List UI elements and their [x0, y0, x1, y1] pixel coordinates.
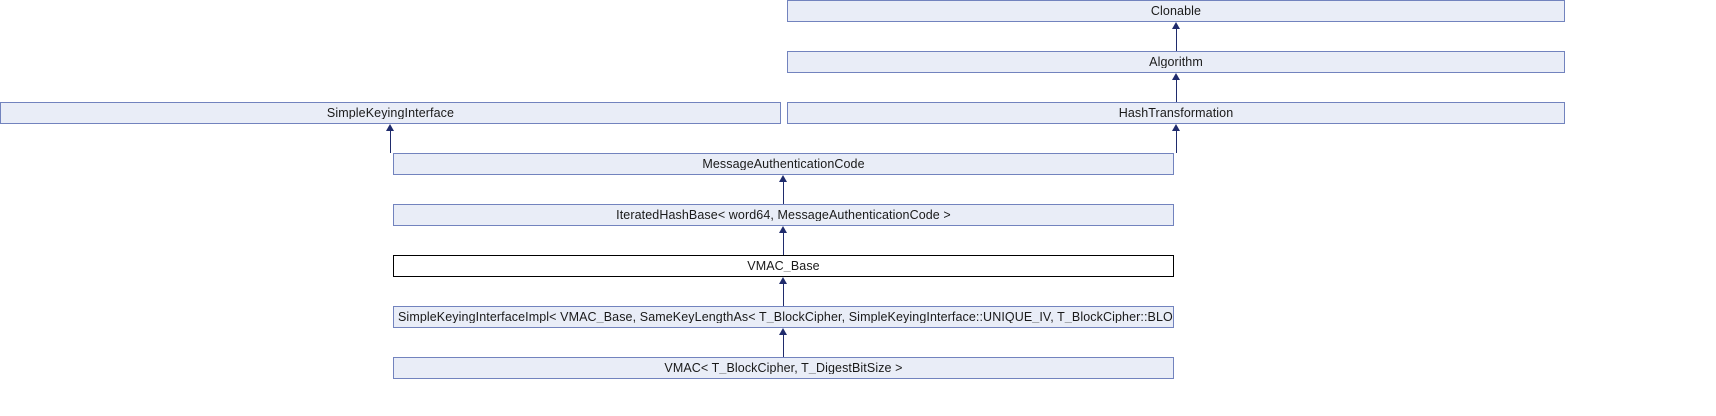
- class-node-iterated-hash-base[interactable]: IteratedHashBase< word64, MessageAuthent…: [393, 204, 1174, 226]
- arrowhead-vmac-to-skiimpl: [779, 328, 787, 335]
- class-node-simple-keying-interface-impl[interactable]: SimpleKeyingInterfaceImpl< VMAC_Base, Sa…: [393, 306, 1174, 328]
- class-node-hash-transformation[interactable]: HashTransformation: [787, 102, 1565, 124]
- class-node-label: HashTransformation: [1118, 106, 1234, 120]
- class-node-clonable[interactable]: Clonable: [787, 0, 1565, 22]
- edge-algorithm-to-clonable: [1176, 29, 1177, 51]
- edge-mac-to-hashtransformation: [1176, 131, 1177, 153]
- class-node-label: VMAC< T_BlockCipher, T_DigestBitSize >: [664, 361, 903, 375]
- arrowhead-algorithm-to-clonable: [1172, 22, 1180, 29]
- edge-vmacbase-to-iteratedhashbase: [783, 233, 784, 255]
- class-node-label: Algorithm: [1149, 55, 1203, 69]
- edge-skiimpl-to-vmacbase: [783, 284, 784, 306]
- arrowhead-mac-to-simplekeyinginterface: [386, 124, 394, 131]
- class-node-label: SimpleKeyingInterfaceImpl< VMAC_Base, Sa…: [398, 310, 1173, 324]
- class-node-algorithm[interactable]: Algorithm: [787, 51, 1565, 73]
- edge-iteratedhashbase-to-mac: [783, 182, 784, 204]
- class-node-label: Clonable: [1150, 4, 1202, 18]
- edge-vmac-to-skiimpl: [783, 335, 784, 357]
- class-node-label: IteratedHashBase< word64, MessageAuthent…: [616, 208, 951, 222]
- arrowhead-hashtransformation-to-algorithm: [1172, 73, 1180, 80]
- class-node-label: SimpleKeyingInterface: [326, 106, 455, 120]
- edge-mac-to-simplekeyinginterface: [390, 131, 391, 153]
- class-node-message-authentication-code[interactable]: MessageAuthenticationCode: [393, 153, 1174, 175]
- class-node-vmac-template[interactable]: VMAC< T_BlockCipher, T_DigestBitSize >: [393, 357, 1174, 379]
- class-node-label: VMAC_Base: [747, 259, 820, 273]
- arrowhead-mac-to-hashtransformation: [1172, 124, 1180, 131]
- arrowhead-iteratedhashbase-to-mac: [779, 175, 787, 182]
- class-node-simple-keying-interface[interactable]: SimpleKeyingInterface: [0, 102, 781, 124]
- arrowhead-skiimpl-to-vmacbase: [779, 277, 787, 284]
- arrowhead-vmacbase-to-iteratedhashbase: [779, 226, 787, 233]
- edge-hashtransformation-to-algorithm: [1176, 80, 1177, 102]
- class-node-label: MessageAuthenticationCode: [702, 157, 865, 171]
- class-node-vmac-base[interactable]: VMAC_Base: [393, 255, 1174, 277]
